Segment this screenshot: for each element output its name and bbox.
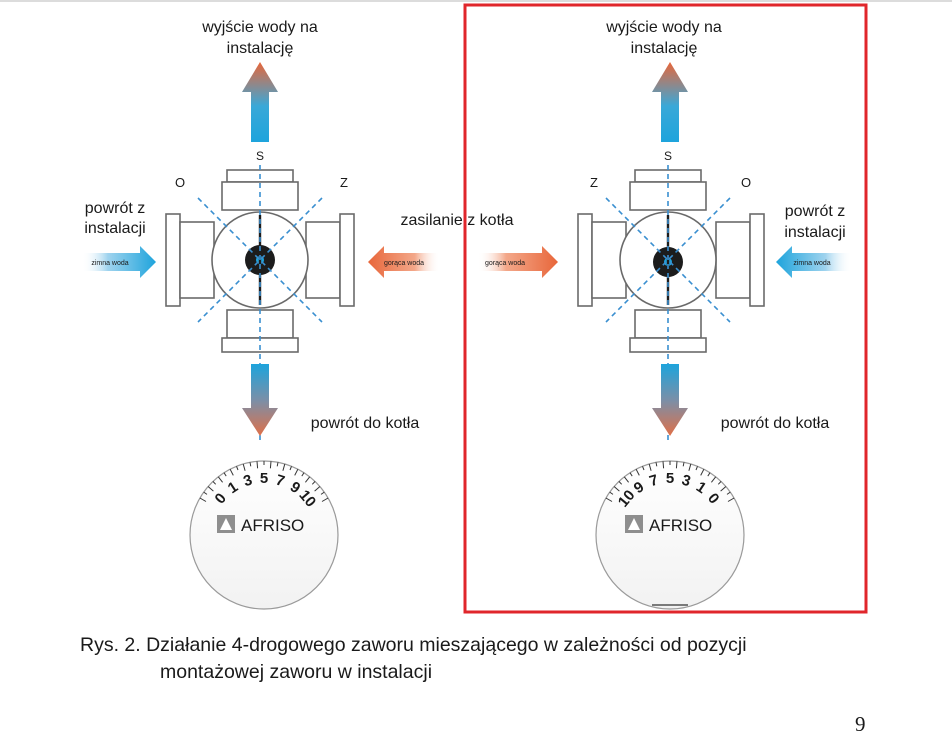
right-dial-ticks [605, 461, 735, 502]
dial-tick [655, 462, 658, 467]
dial-tick [314, 486, 321, 492]
left-outlet-label-line1: wyjście wody na [201, 19, 318, 36]
highlight-frame [463, 3, 868, 614]
dial-tick [217, 476, 223, 483]
left-port-o-label: O [175, 175, 185, 190]
dial-tick [212, 481, 217, 485]
dial-tick [623, 476, 629, 483]
left-return-label-line1: powrót z [85, 200, 145, 217]
left-cold-arrow [82, 246, 156, 278]
dial-tick [305, 476, 311, 483]
dial-tick [635, 468, 640, 476]
left-hot-tag: gorąca woda [384, 260, 424, 267]
right-hot-arrow [478, 246, 558, 278]
dial-tick [648, 463, 652, 471]
dial-tick [720, 486, 727, 492]
dial-tick [609, 491, 614, 495]
dial-tick [249, 462, 252, 467]
right-brand-text: AFRISO [649, 516, 712, 535]
left-boiler-return-arrow [242, 364, 278, 436]
dial-tick [717, 481, 722, 485]
valve-figure: wyjście wody na instalację S O Z pow [82, 3, 868, 614]
left-outlet-label-line2: instalację [227, 40, 294, 57]
dial-tick [700, 468, 705, 476]
dial-tick [642, 466, 645, 471]
dial-tick [269, 461, 272, 469]
dial-tick [618, 481, 623, 485]
dial-tick [229, 468, 234, 476]
right-hot-tag: gorąca woda [485, 260, 525, 267]
left-dial-ticks [199, 461, 329, 502]
dial-tick [242, 463, 246, 471]
dial-tick [276, 462, 279, 467]
caption-line1: Rys. 2. Działanie 4-drogowego zaworu mie… [80, 634, 747, 656]
boiler-supply-label: zasilanie z kotła [401, 212, 514, 229]
page-top-rule [0, 0, 952, 2]
dial-tick [282, 463, 286, 471]
right-dial-scale-label: 5 [666, 470, 674, 487]
right-return-label-line1: powrót z [785, 203, 845, 220]
dial-tick [726, 491, 731, 495]
dial-tick [682, 462, 685, 467]
right-port-z-label: Z [590, 175, 598, 190]
dial-tick [294, 468, 299, 476]
right-cold-arrow [776, 246, 852, 278]
left-dial-scale-label: 5 [260, 470, 268, 487]
right-boiler-return-arrow [652, 364, 688, 436]
left-cold-tag: zimna woda [91, 260, 128, 267]
dial-tick [320, 491, 325, 495]
right-diagram: wyjście wody na instalację S Z O powrót … [478, 19, 852, 610]
left-hot-arrow [368, 246, 440, 278]
dial-tick [675, 461, 678, 469]
dial-tick [289, 466, 292, 471]
dial-tick [321, 497, 329, 502]
dial-tick [727, 497, 735, 502]
right-port-o-label: O [741, 175, 751, 190]
dial-tick [688, 463, 692, 471]
dial-tick [236, 466, 239, 471]
dial-tick [613, 486, 620, 492]
left-port-z-label: Z [340, 175, 348, 190]
caption-line2: montażowej zaworu w instalacji [160, 661, 433, 683]
right-cold-tag: zimna woda [793, 260, 830, 267]
right-outlet-arrow [652, 62, 688, 142]
dial-tick [605, 497, 613, 502]
dial-tick [199, 497, 207, 502]
right-outlet-label-line2: instalację [631, 40, 698, 57]
dial-tick [707, 472, 711, 477]
dial-tick [711, 476, 717, 483]
left-brand: AFRISO [217, 515, 304, 535]
dial-tick [629, 472, 633, 477]
right-port-s-label: S [664, 149, 672, 163]
right-outlet-label-line1: wyjście wody na [605, 19, 722, 36]
left-return-label-line2: instalacji [84, 220, 145, 237]
dial-tick [207, 486, 214, 492]
dial-tick [256, 461, 259, 469]
dial-tick [203, 491, 208, 495]
dial-tick [223, 472, 227, 477]
dial-tick [662, 461, 665, 469]
right-brand: AFRISO [625, 515, 712, 535]
page-number: 9 [855, 712, 866, 736]
left-outlet-arrow [242, 62, 278, 142]
left-boiler-return-label: powrót do kotła [311, 415, 420, 432]
dial-tick [695, 466, 698, 471]
dial-tick [301, 472, 305, 477]
right-return-label-line2: instalacji [784, 224, 845, 241]
figure-caption: Rys. 2. Działanie 4-drogowego zaworu mie… [80, 632, 880, 686]
right-boiler-return-label: powrót do kotła [721, 415, 830, 432]
left-port-s-label: S [256, 149, 264, 163]
dial-tick [311, 481, 316, 485]
left-brand-text: AFRISO [241, 516, 304, 535]
left-diagram: wyjście wody na instalację S O Z pow [82, 19, 440, 610]
